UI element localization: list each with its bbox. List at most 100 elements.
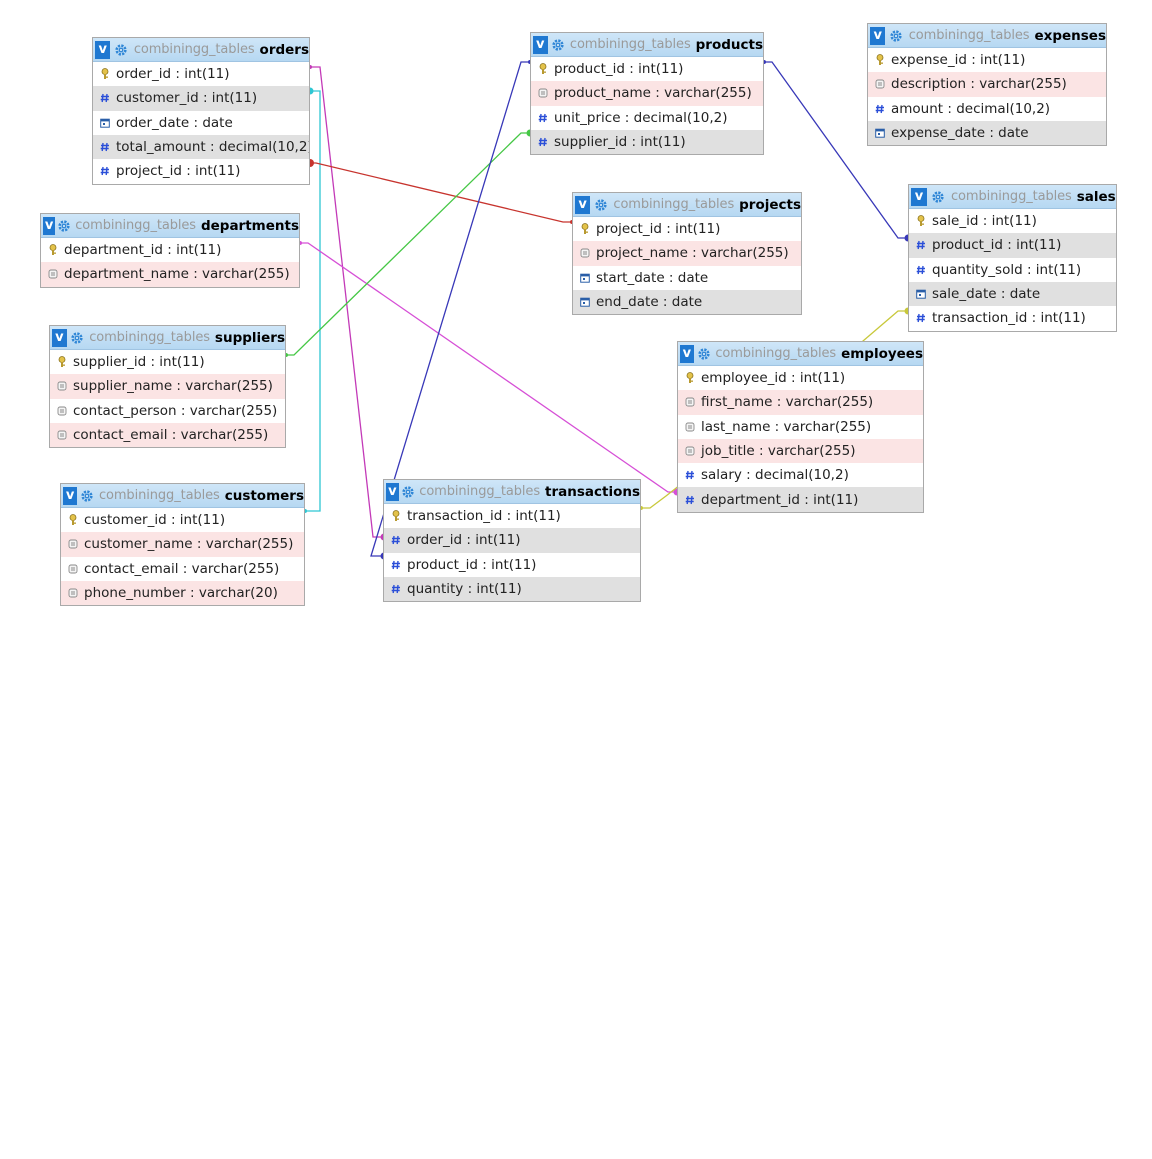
key-icon [683, 372, 697, 384]
gear-icon[interactable] [592, 196, 609, 214]
gear-icon[interactable] [57, 217, 71, 235]
column-row[interactable]: salary : decimal(10,2) [678, 463, 923, 487]
toggle-columns-button[interactable]: v [575, 195, 591, 214]
column-row[interactable]: expense_date : date [868, 120, 1106, 146]
gear-icon[interactable] [69, 329, 86, 347]
column-type: int(11) [799, 370, 846, 387]
gear-icon[interactable] [929, 188, 947, 206]
column-row[interactable]: unit_price : decimal(10,2) [531, 106, 763, 130]
column-row[interactable]: contact_email : varchar(255) [61, 557, 304, 581]
column-row[interactable]: expense_id : int(11) [868, 48, 1106, 72]
column-row[interactable]: phone_number : varchar(20) [61, 580, 304, 606]
key-icon [389, 510, 403, 522]
toggle-columns-button[interactable]: v [680, 344, 694, 363]
column-row[interactable]: employee_id : int(11) [678, 366, 923, 390]
gear-icon[interactable] [401, 483, 415, 501]
column-row[interactable]: customer_name : varchar(255) [61, 532, 304, 557]
column-row[interactable]: product_id : int(11) [531, 57, 763, 81]
toggle-columns-button[interactable]: v [43, 216, 56, 235]
column-row[interactable]: order_date : date [93, 111, 309, 135]
hash-icon [914, 240, 928, 250]
column-row[interactable]: quantity : int(11) [384, 576, 640, 602]
column-row[interactable]: first_name : varchar(255) [678, 390, 923, 415]
column-name: contact_person [73, 402, 177, 419]
toggle-columns-button[interactable]: v [52, 328, 67, 347]
hash-icon [389, 535, 403, 545]
column-row[interactable]: amount : decimal(10,2) [868, 97, 1106, 121]
toggle-columns-button[interactable]: v [95, 40, 111, 59]
column-row[interactable]: job_title : varchar(255) [678, 438, 923, 464]
column-row[interactable]: end_date : date [573, 289, 801, 315]
column-row[interactable]: department_id : int(11) [41, 238, 299, 262]
toggle-columns-button[interactable]: v [911, 187, 927, 206]
column-row[interactable]: supplier_id : int(11) [531, 129, 763, 155]
column-type-separator: : [176, 402, 190, 419]
column-type: int(11) [638, 61, 684, 78]
column-type: varchar(255) [664, 85, 752, 102]
column-row[interactable]: sale_date : date [909, 281, 1116, 307]
column-name: quantity [407, 581, 464, 598]
column-row[interactable]: contact_email : varchar(255) [50, 422, 285, 448]
column-row[interactable]: order_id : int(11) [384, 528, 640, 553]
toggle-columns-button[interactable]: v [533, 35, 548, 54]
column-row[interactable]: start_date : date [573, 266, 801, 290]
column-row[interactable]: product_id : int(11) [384, 553, 640, 577]
column-row[interactable]: department_name : varchar(255) [41, 262, 299, 287]
column-row[interactable]: customer_id : int(11) [61, 508, 304, 532]
column-row[interactable]: department_id : int(11) [678, 487, 923, 512]
toggle-columns-button[interactable]: v [870, 26, 886, 45]
column-row[interactable]: transaction_id : int(11) [909, 306, 1116, 330]
column-row[interactable]: project_id : int(11) [573, 217, 801, 241]
toggle-columns-button[interactable]: v [63, 486, 78, 505]
column-row[interactable]: project_name : varchar(255) [573, 241, 801, 266]
toggle-columns-button[interactable]: v [386, 482, 399, 501]
gear-icon[interactable] [112, 41, 129, 59]
column-row[interactable]: description : varchar(255) [868, 72, 1106, 97]
column-row[interactable]: last_name : varchar(255) [678, 415, 923, 439]
column-name: amount [891, 100, 944, 117]
column-type: int(11) [476, 581, 522, 598]
column-row[interactable]: supplier_name : varchar(255) [50, 374, 285, 399]
column-row[interactable]: transaction_id : int(11) [384, 504, 640, 528]
column-row[interactable]: product_name : varchar(255) [531, 81, 763, 106]
gear-icon[interactable] [550, 36, 566, 54]
key-icon [914, 215, 928, 227]
column-type-separator: : [171, 66, 185, 83]
gear-icon[interactable] [887, 27, 904, 45]
column-row[interactable]: order_id : int(11) [93, 62, 309, 86]
column-type-separator: : [741, 467, 756, 484]
column-row[interactable]: sale_id : int(11) [909, 209, 1116, 233]
column-row[interactable]: customer_id : int(11) [93, 86, 309, 111]
column-row[interactable]: total_amount : decimal(10,2) [93, 134, 309, 160]
schema-name: combiningg_tables [75, 218, 196, 233]
column-row[interactable]: contact_person : varchar(255) [50, 399, 285, 423]
column-row[interactable]: supplier_id : int(11) [50, 350, 285, 374]
gear-icon[interactable] [696, 345, 712, 363]
gear-icon[interactable] [79, 487, 95, 505]
column-row[interactable]: product_id : int(11) [909, 233, 1116, 258]
key-icon [873, 54, 887, 66]
column-row[interactable]: project_id : int(11) [93, 159, 309, 183]
column-row[interactable]: quantity_sold : int(11) [909, 258, 1116, 282]
table-name: suppliers [214, 329, 285, 346]
